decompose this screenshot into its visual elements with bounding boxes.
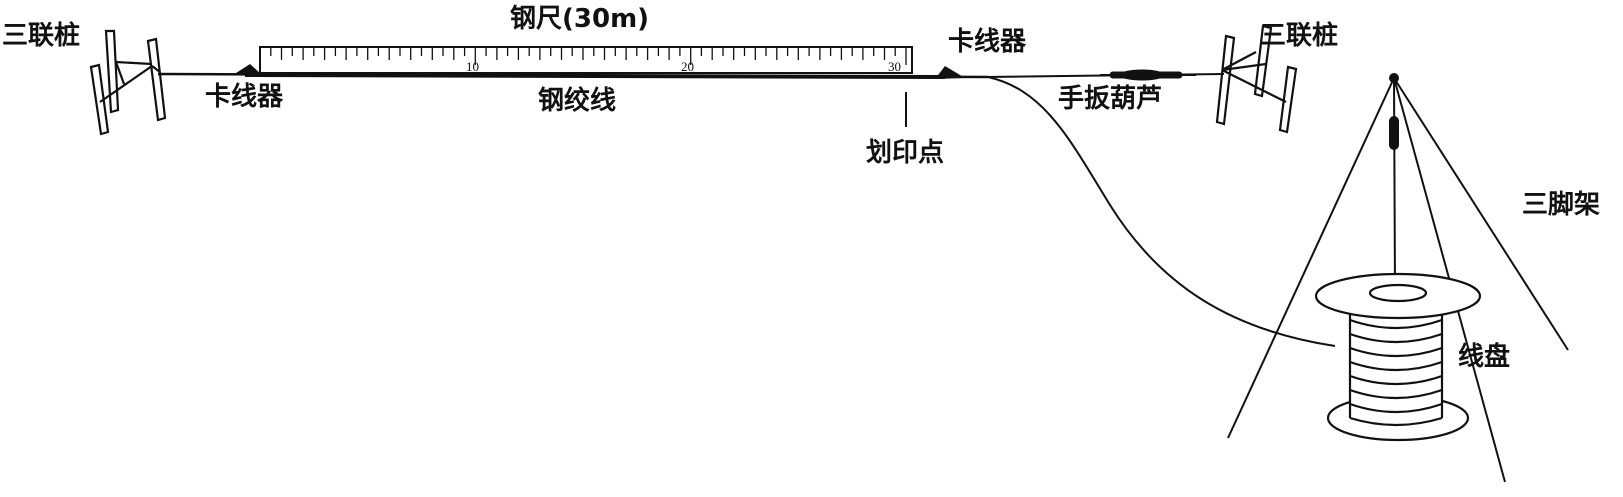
right-clamp-shape [935,66,965,79]
ruler-tick-label-30: 30 [888,59,901,74]
label-hand-hoist: 手扳葫芦 [1058,84,1163,114]
label-steel-ruler: 钢尺(30m) [510,4,650,34]
hand-hoist-body [1100,69,1196,81]
left-clamp-shape [233,64,262,75]
label-clamp-right: 卡线器 [948,27,1027,57]
label-tripod: 三脚架 [1522,190,1601,220]
ruler-tick-label-20: 20 [681,59,694,74]
steel-ruler [259,46,913,74]
wire-reel [1314,272,1482,442]
label-steel-wire: 钢绞线 [538,86,617,116]
ruler-ticks [259,47,907,65]
right-triple-anchor [1215,24,1298,134]
label-anchor-right: 三联桩 [1260,21,1339,51]
label-clamp-left: 卡线器 [205,82,284,112]
tripod-hanging-weight [1389,116,1399,150]
ruler-tick-label-10: 10 [466,59,479,74]
label-reel: 线盘 [1458,342,1511,372]
label-mark-point: 划印点 [866,138,945,168]
label-anchor-left: 三联桩 [2,21,81,51]
sag-wire-to-reel [987,76,1336,347]
left-triple-anchor [89,29,167,136]
tripod-top-pivot [1389,73,1399,83]
wire-thick-segment [244,73,946,79]
